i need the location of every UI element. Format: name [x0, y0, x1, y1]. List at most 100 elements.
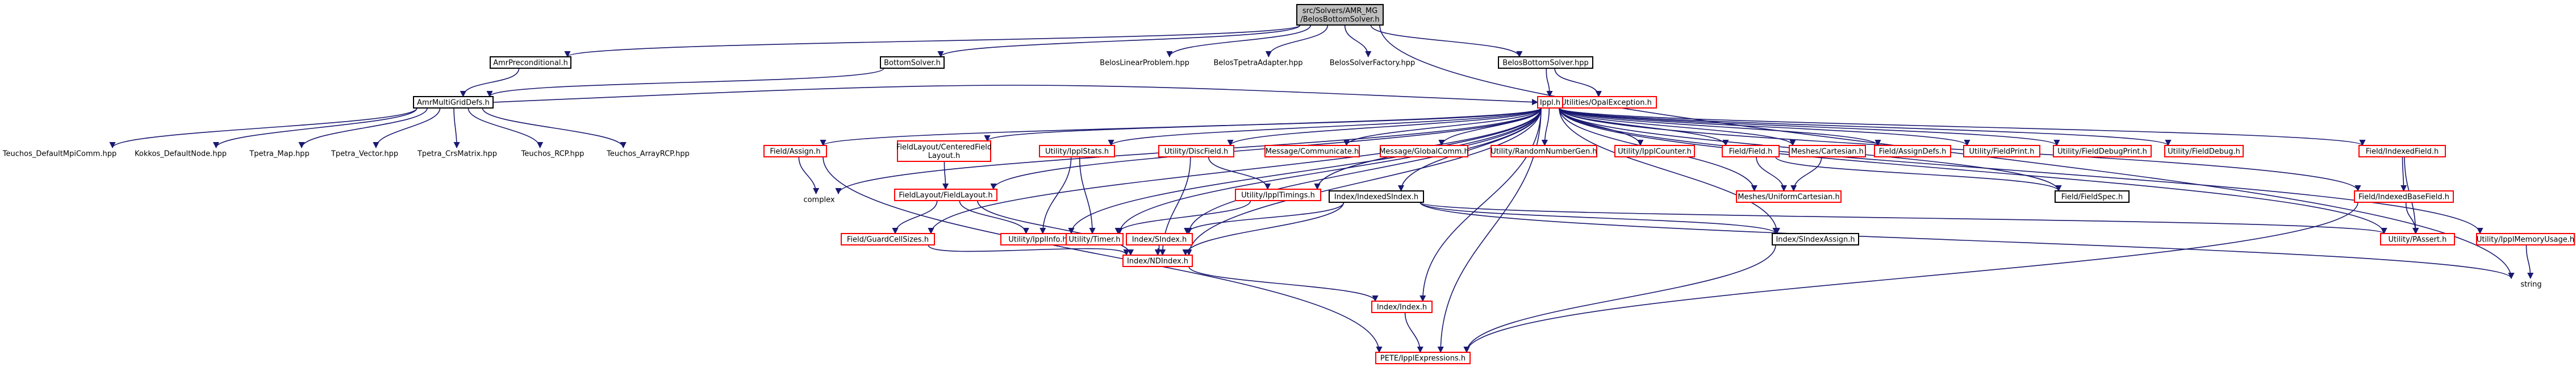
- edge-bottomsolver-to-amrmultigriddefs: [486, 68, 884, 98]
- node-box: [897, 140, 991, 162]
- node-belostpetra: BelosTpetraAdapter.hpp: [1213, 59, 1302, 68]
- node-label: Teuchos_RCP.hpp: [521, 150, 584, 159]
- node-ipplcounter[interactable]: Utility/IpplCounter.h: [1614, 145, 1695, 157]
- edge-ippltimings-to-timer: [1114, 200, 1251, 235]
- node-box: [1874, 145, 1951, 157]
- node-tpetracrs: Tpetra_CrsMatrix.hpp: [417, 150, 497, 159]
- node-box: [1371, 301, 1433, 313]
- node-label: Meshes/UniformCartesian.h: [1738, 193, 1840, 202]
- edge-root-to-belostpetra: [1265, 24, 1329, 58]
- node-box: [1722, 145, 1780, 157]
- node-petelexpr[interactable]: PETE/IpplExpressions.h: [1375, 352, 1471, 364]
- node-label: Field/IndexedBaseField.h: [2358, 193, 2449, 202]
- node-bottomsolver[interactable]: BottomSolver.h: [880, 56, 945, 69]
- node-fieldassigndefs[interactable]: Field/AssignDefs.h: [1874, 145, 1951, 157]
- edge-ipplstats-to-timer: [1079, 156, 1096, 235]
- node-opalexception[interactable]: Utilities/OpalException.h: [1556, 96, 1657, 109]
- node-fieldprint[interactable]: Utility/FieldPrint.h: [1963, 145, 2040, 157]
- node-box: [1235, 189, 1321, 201]
- node-indexedfield[interactable]: Field/IndexedField.h: [2358, 145, 2446, 157]
- node-box: [2354, 190, 2454, 203]
- node-ndindex[interactable]: Index/NDIndex.h: [1122, 255, 1193, 267]
- node-box: [1789, 145, 1866, 157]
- edge-ippl-to-index: [1419, 107, 1542, 302]
- edge-fieldfield-to-fieldspec: [1775, 156, 2062, 192]
- node-msgcommunicate[interactable]: Message/Communicate.h: [1264, 145, 1360, 157]
- node-timer[interactable]: Utility/Timer.h: [1066, 233, 1124, 245]
- node-indexedsindex[interactable]: Index/IndexedSIndex.h: [1329, 190, 1424, 203]
- node-box: [2055, 190, 2130, 203]
- node-belossolverfactory: BelosSolverFactory.hpp: [1330, 59, 1416, 68]
- node-fieldlayout[interactable]: FieldLayout/FieldLayout.h: [894, 189, 997, 201]
- node-discfield[interactable]: Utility/DiscField.h: [1158, 145, 1234, 157]
- node-box: [1491, 145, 1597, 157]
- node-uniformcartesian[interactable]: Meshes/UniformCartesian.h: [1736, 190, 1842, 203]
- node-passert[interactable]: Utility/PAssert.h: [2380, 233, 2455, 245]
- node-fielddebug[interactable]: Utility/FieldDebug.h: [2164, 145, 2244, 157]
- edge-amrmultigriddefs-to-tpetracrs: [453, 107, 460, 149]
- edge-fieldassign-to-complex: [798, 156, 820, 195]
- node-meshescartesian[interactable]: Meshes/Cartesian.h: [1789, 145, 1866, 157]
- node-randomnumbergen[interactable]: Utility/RandomNumberGen.h: [1491, 145, 1597, 157]
- node-label: Tpetra_Vector.hpp: [331, 150, 398, 159]
- edge-amrprecond-to-amrmultigriddefs: [460, 68, 520, 98]
- node-ipplinfo[interactable]: Utility/IpplInfo.h: [1000, 233, 1075, 245]
- node-fieldfield[interactable]: Field/Field.h: [1722, 145, 1780, 157]
- node-label: Utility/IpplInfo.h: [1008, 236, 1067, 244]
- edge-ippl-to-fielddebugprint: [1559, 107, 2060, 147]
- node-tpetravector: Tpetra_Vector.hpp: [331, 150, 398, 159]
- node-box: [2053, 145, 2152, 157]
- node-label: Utility/FieldDebug.h: [2168, 148, 2240, 156]
- node-label: complex: [803, 196, 834, 205]
- node-label: Field/IndexedField.h: [2366, 148, 2439, 156]
- edge-ippl-to-fielddebug: [1559, 107, 2172, 147]
- node-label: Meshes/Cartesian.h: [1791, 148, 1864, 156]
- node-msgglobalcomm[interactable]: Message/GlobalComm.h: [1379, 145, 1469, 157]
- node-sindexassign[interactable]: Index/SIndexAssign.h: [1772, 233, 1859, 245]
- node-complex: complex: [803, 196, 834, 205]
- edge-ippl-to-guardcellsizes: [928, 107, 1542, 235]
- edge-root-to-belossolverfactory: [1344, 24, 1372, 58]
- node-box: [1772, 233, 1859, 245]
- node-index[interactable]: Index/Index.h: [1371, 301, 1433, 313]
- node-ippl[interactable]: Ippl.h: [1537, 96, 1563, 109]
- node-belosbottomhpp[interactable]: BelosBottomSolver.hpp: [1498, 56, 1593, 69]
- node-teuchosmpicomm: Teuchos_DefaultMpiComm.hpp: [2, 150, 116, 159]
- node-label: Tpetra_CrsMatrix.hpp: [417, 150, 497, 159]
- node-label: Field/FieldSpec.h: [2061, 193, 2123, 202]
- node-guardcellsizes[interactable]: Field/GuardCellSizes.h: [841, 233, 935, 245]
- node-fielddebugprint[interactable]: Utility/FieldDebugPrint.h: [2053, 145, 2152, 157]
- node-root[interactable]: src/Solvers/AMR_MG/BelosBottomSolver.h: [1296, 4, 1384, 26]
- edge-amrmultigriddefs-to-tpetramap: [298, 107, 428, 149]
- edge-indexedfield-to-indexedbasefield: [2400, 156, 2407, 192]
- node-fieldspec[interactable]: Field/FieldSpec.h: [2055, 190, 2130, 203]
- node-indexedbasefield[interactable]: Field/IndexedBaseField.h: [2354, 190, 2454, 203]
- node-ippltimings[interactable]: Utility/IpplTimings.h: [1235, 189, 1321, 201]
- node-label: Field/Assign.h: [770, 148, 820, 156]
- dependency-nodes: src/Solvers/AMR_MG/BelosBottomSolver.hAm…: [2, 4, 2575, 364]
- edge-amrmultigriddefs-to-tpetravector: [373, 107, 441, 149]
- node-ipplstats[interactable]: Utility/IpplStats.h: [1039, 145, 1115, 157]
- edge-index-to-petelexpr: [1404, 312, 1423, 353]
- edge-amrmultigriddefs-to-teuchosrcp: [467, 107, 544, 149]
- edge-root-to-amrprecond: [564, 24, 1301, 58]
- node-ipplmemoryusage[interactable]: Utility/IpplMemoryUsage.h: [2476, 233, 2575, 245]
- node-fieldassign[interactable]: Field/Assign.h: [763, 145, 827, 157]
- node-box: [1122, 255, 1193, 267]
- edge-amrmultigriddefs-to-ippl: [492, 85, 1539, 106]
- edge-fieldfield-to-uniformcartesian: [1756, 156, 1788, 192]
- node-amrprecond[interactable]: AmrPreconditional.h: [490, 56, 571, 69]
- node-label: Utility/IpplStats.h: [1045, 148, 1109, 156]
- node-box: [1736, 190, 1842, 203]
- node-sindex[interactable]: Index/SIndex.h: [1126, 233, 1193, 245]
- node-amrmultigriddefs[interactable]: AmrMultiGridDefs.h: [413, 96, 494, 109]
- edge-ippl-to-sindexassign: [1559, 107, 1780, 235]
- edge-sindexassign-to-petelexpr: [1463, 244, 1776, 353]
- edge-ipplmemoryusage-to-string: [2525, 244, 2534, 280]
- node-box: [2164, 145, 2244, 157]
- node-label: Utility/RandomNumberGen.h: [1491, 148, 1597, 156]
- edge-ippl-to-sindex: [1185, 107, 1542, 235]
